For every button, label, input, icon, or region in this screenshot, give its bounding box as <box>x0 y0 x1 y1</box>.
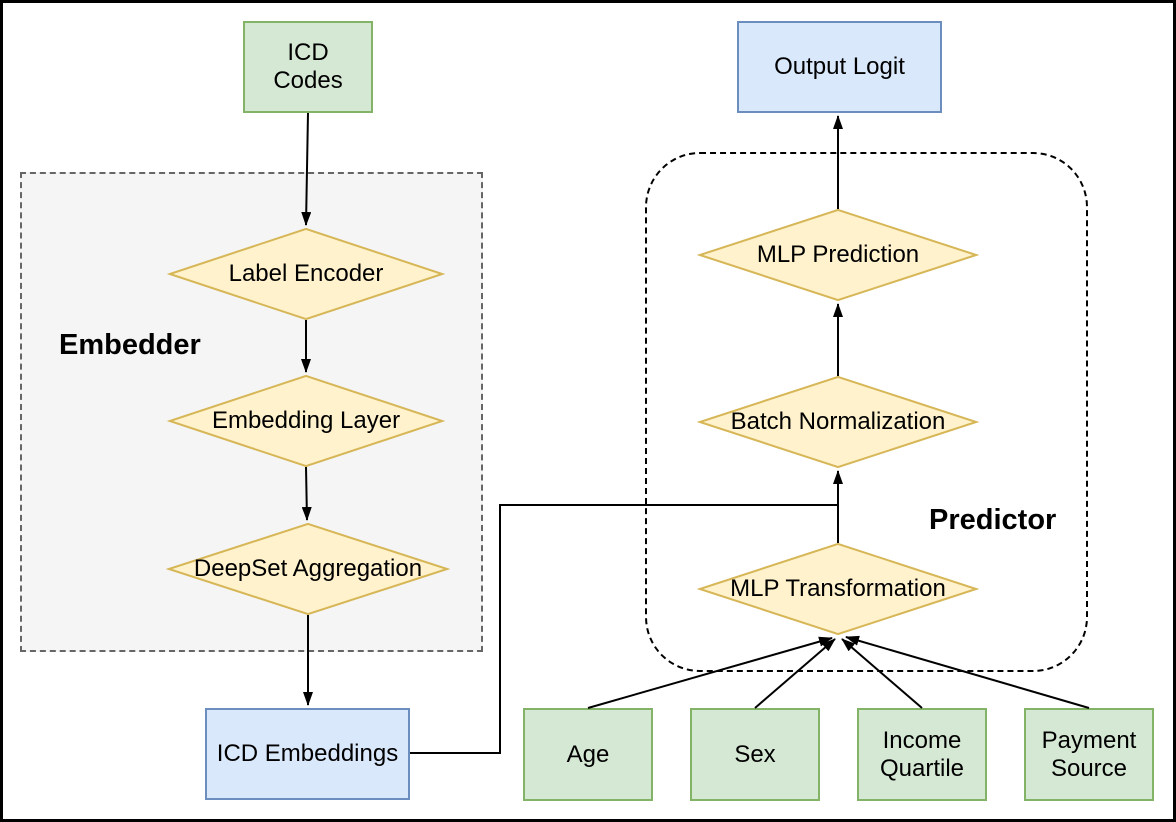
diamond-shape-icon <box>697 376 979 468</box>
node-embedding-layer: Embedding Layer <box>167 375 445 467</box>
node-income-quartile: Income Quartile <box>857 708 987 801</box>
node-payment-source: Payment Source <box>1024 708 1154 801</box>
node-deepset-aggregation: DeepSet Aggregation <box>166 523 450 615</box>
diamond-shape-icon <box>166 523 450 615</box>
node-icd-embeddings-label: ICD Embeddings <box>216 740 399 767</box>
node-mlp-prediction: MLP Prediction <box>697 209 979 301</box>
node-mlp-transformation-label: MLP Transformation <box>730 575 946 602</box>
node-batch-normalization-label: Batch Normalization <box>730 408 946 435</box>
node-sex-label: Sex <box>734 740 776 768</box>
node-output-logit: Output Logit <box>737 21 942 113</box>
node-icd-codes-label: ICD Codes <box>273 39 343 94</box>
diamond-shape-icon <box>167 228 445 320</box>
node-age: Age <box>523 708 653 801</box>
node-icd-codes: ICD Codes <box>243 21 373 113</box>
node-mlp-transformation: MLP Transformation <box>697 543 979 635</box>
node-mlp-prediction-label: MLP Prediction <box>756 241 920 268</box>
diamond-shape-icon <box>697 209 979 301</box>
node-label-encoder: Label Encoder <box>167 228 445 320</box>
predictor-group-label: Predictor <box>929 504 1057 536</box>
node-icd-embeddings: ICD Embeddings <box>205 708 410 800</box>
embedder-group-label: Embedder <box>59 329 201 361</box>
node-age-label: Age <box>566 740 610 768</box>
node-payment-source-label: Payment Source <box>1041 726 1137 782</box>
node-embedding-layer-label: Embedding Layer <box>211 407 401 434</box>
node-output-logit-label: Output Logit <box>774 53 905 80</box>
node-deepset-aggregation-label: DeepSet Aggregation <box>193 555 423 582</box>
node-income-quartile-label: Income Quartile <box>879 726 965 782</box>
node-sex: Sex <box>690 708 820 801</box>
node-label-encoder-label: Label Encoder <box>228 260 384 287</box>
node-batch-normalization: Batch Normalization <box>697 376 979 468</box>
diamond-shape-icon <box>167 375 445 467</box>
